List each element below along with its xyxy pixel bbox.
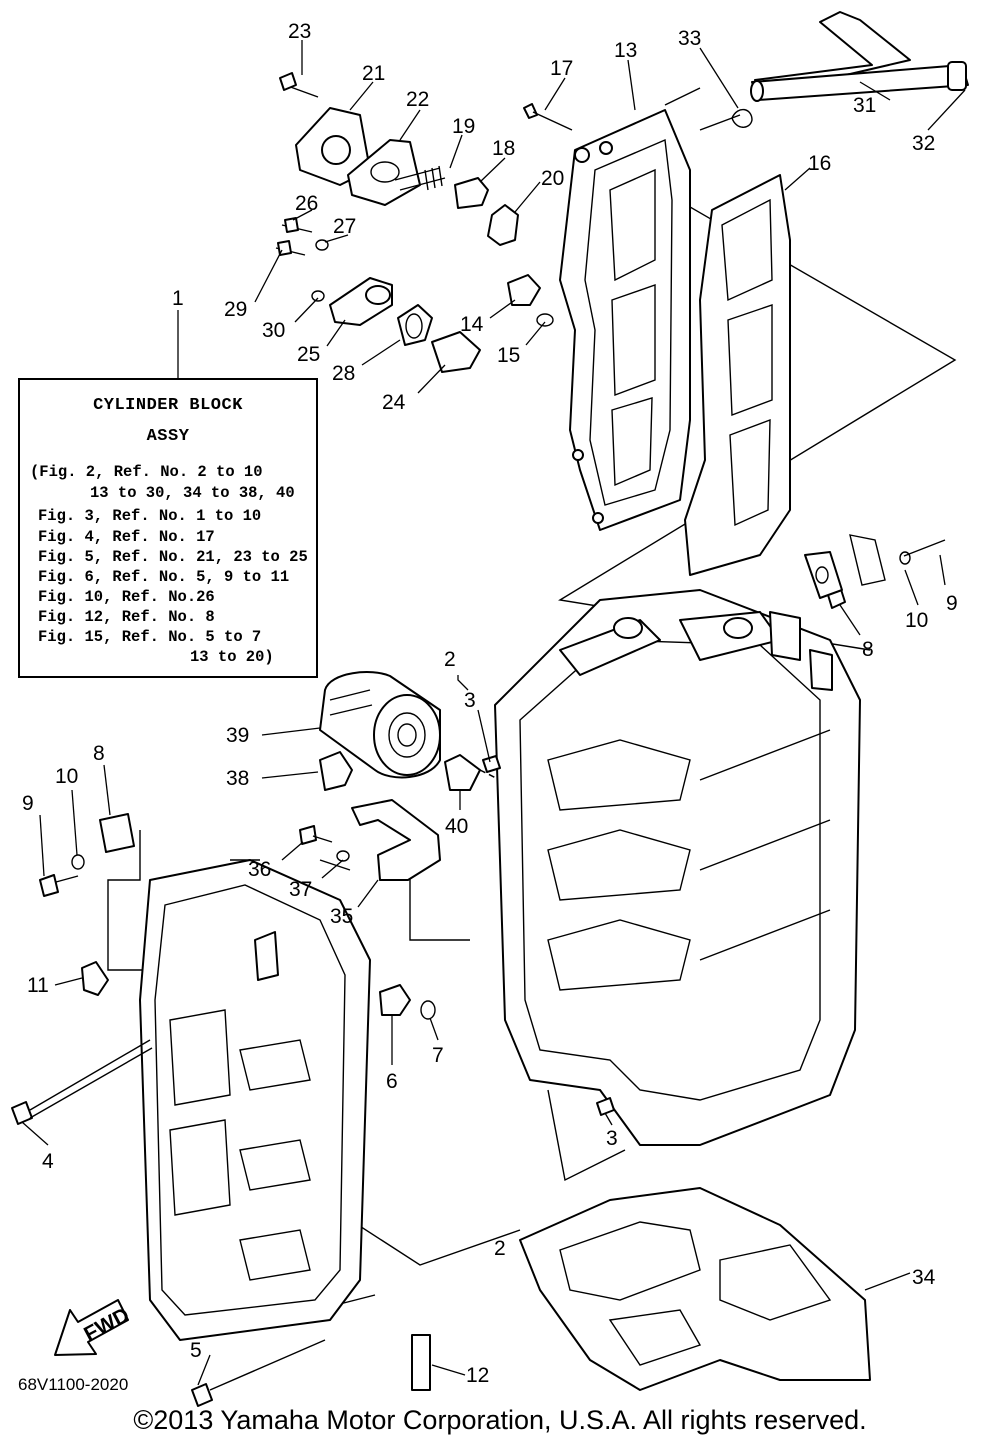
assy-title: CYLINDER BLOCK xyxy=(93,396,243,415)
assy-ref-line: Fig. 6, Ref. No. 5, 9 to 11 xyxy=(38,568,290,586)
assy-ref-line: 13 to 20) xyxy=(190,648,274,666)
assy-subtitle: ASSY xyxy=(146,427,190,446)
callout-9-left: 9 xyxy=(22,792,34,815)
callout-13: 13 xyxy=(614,39,637,62)
callout-21: 21 xyxy=(362,62,385,85)
callout-18: 18 xyxy=(492,137,515,160)
leader-lines xyxy=(21,40,966,1386)
callout-6: 6 xyxy=(386,1070,398,1093)
oil-filter-39 xyxy=(319,671,441,779)
callout-5: 5 xyxy=(190,1339,202,1362)
callout-32: 32 xyxy=(912,132,935,155)
diagram-code: 68V1100-2020 xyxy=(18,1375,129,1394)
assembly-info-box: CYLINDER BLOCK ASSY (Fig. 2, Ref. No. 2 … xyxy=(18,378,318,678)
callout-2-bottom: 2 xyxy=(494,1237,506,1260)
callout-1: 1 xyxy=(172,287,184,310)
callout-12: 12 xyxy=(466,1364,489,1387)
callout-19: 19 xyxy=(452,115,475,138)
assy-ref-line: Fig. 15, Ref. No. 5 to 7 xyxy=(38,628,262,646)
gasket-16 xyxy=(684,174,791,576)
callouts: 23 21 22 19 18 17 13 33 31 32 16 20 26 2… xyxy=(22,20,958,1387)
crankcase xyxy=(139,859,371,1341)
copyright-notice: ©2013 Yamaha Motor Corporation, U.S.A. A… xyxy=(133,1405,867,1435)
callout-10-right: 10 xyxy=(905,609,928,632)
callout-36: 36 xyxy=(248,858,271,881)
sensor-group xyxy=(275,217,554,373)
assy-ref-line: Fig. 5, Ref. No. 21, 23 to 25 xyxy=(38,548,308,566)
assy-ref-line: (Fig. 2, Ref. No. 2 to 10 xyxy=(30,463,263,481)
fwd-arrow: FWD xyxy=(54,1299,133,1356)
callout-3-bottom: 3 xyxy=(606,1127,618,1150)
callout-9-right: 9 xyxy=(946,592,958,615)
callout-23: 23 xyxy=(288,20,311,43)
callout-40: 40 xyxy=(445,815,468,838)
callout-8-right: 8 xyxy=(862,638,874,661)
callout-39: 39 xyxy=(226,724,249,747)
assy-ref-line: Fig. 4, Ref. No. 17 xyxy=(38,528,215,546)
callout-10-left: 10 xyxy=(55,765,78,788)
callout-30: 30 xyxy=(262,319,285,342)
callout-15: 15 xyxy=(497,344,520,367)
callout-14: 14 xyxy=(460,313,484,336)
callout-26: 26 xyxy=(295,192,318,215)
callout-8-left: 8 xyxy=(93,742,105,765)
callout-16: 16 xyxy=(808,152,831,175)
callout-17: 17 xyxy=(550,57,573,80)
callout-33: 33 xyxy=(678,27,701,50)
callout-7: 7 xyxy=(432,1044,444,1067)
assy-ref-line: Fig. 3, Ref. No. 1 to 10 xyxy=(38,507,262,525)
callout-2-top: 2 xyxy=(444,648,456,671)
callout-20: 20 xyxy=(541,167,564,190)
hose-31 xyxy=(731,11,969,128)
cylinder-block xyxy=(494,534,946,1146)
thermostat-group xyxy=(279,72,573,246)
callout-3-top: 3 xyxy=(464,689,476,712)
exhaust-cover-13 xyxy=(559,109,691,531)
callout-28: 28 xyxy=(332,362,355,385)
callout-37: 37 xyxy=(289,878,312,901)
callout-38: 38 xyxy=(226,767,249,790)
callout-4: 4 xyxy=(42,1150,54,1173)
assy-ref-line: 13 to 30, 34 to 38, 40 xyxy=(90,484,295,502)
callout-22: 22 xyxy=(406,88,429,111)
callout-25: 25 xyxy=(297,343,320,366)
callout-24: 24 xyxy=(382,391,406,414)
assy-ref-line: Fig. 12, Ref. No. 8 xyxy=(38,608,215,626)
callout-35: 35 xyxy=(330,905,353,928)
callout-11: 11 xyxy=(27,974,49,997)
small-parts xyxy=(11,751,615,1407)
callout-29: 29 xyxy=(224,298,247,321)
callout-27: 27 xyxy=(333,215,356,238)
assy-ref-line: Fig. 10, Ref. No.26 xyxy=(38,588,215,606)
base-gasket-34 xyxy=(519,1187,871,1391)
callout-34: 34 xyxy=(912,1266,936,1289)
callout-31: 31 xyxy=(853,94,876,117)
